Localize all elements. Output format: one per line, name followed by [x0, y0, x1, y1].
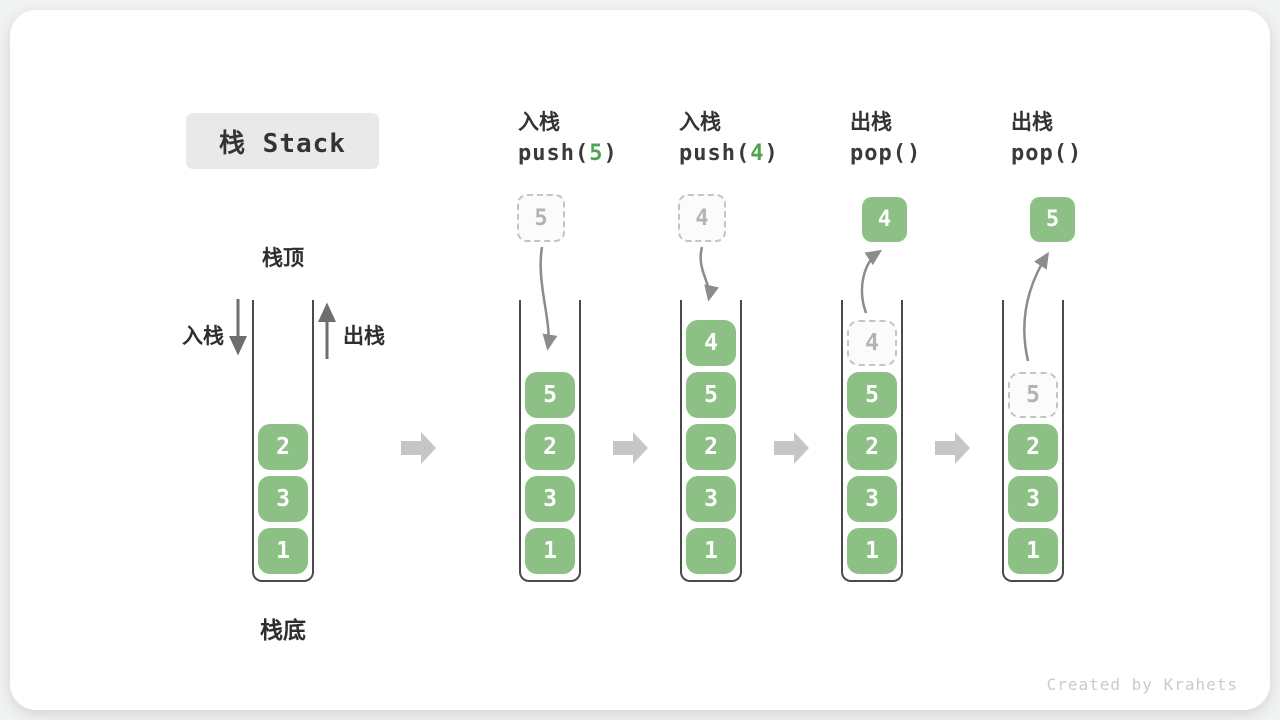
stack-after-push-5-op-call: push(5) [518, 141, 618, 166]
transition-arrow-1 [401, 432, 436, 464]
watermark: Created by Krahets [1046, 675, 1238, 694]
stack-cell: 2 [847, 424, 897, 470]
stack-after-push-4-floating-value: 4 [678, 194, 726, 242]
ghost-cell: 4 [847, 320, 897, 366]
stack-cell: 3 [525, 476, 575, 522]
transition-arrow-3 [774, 432, 809, 464]
stack-top-label: 栈顶 [262, 247, 304, 270]
stack-cell: 2 [525, 424, 575, 470]
stack-cell: 1 [686, 528, 736, 574]
stack-cell: 3 [847, 476, 897, 522]
push-4-arrow [699, 246, 719, 302]
stack-after-push-5-container: 1 3 2 5 [519, 300, 581, 582]
stack-after-push-5-floating-value: 5 [517, 194, 565, 242]
transition-arrow-2 [613, 432, 648, 464]
stack-initial-container: 1 3 2 [252, 300, 314, 582]
stack-after-push-4-container: 1 3 2 5 4 [680, 300, 742, 582]
stack-cell: 5 [686, 372, 736, 418]
stack-after-pop-4-op-call: pop() [850, 141, 922, 166]
stack-cell: 5 [847, 372, 897, 418]
title-badge: 栈 Stack [186, 113, 379, 169]
push-direction-label: 入栈 [182, 325, 224, 348]
stack-cell: 2 [258, 424, 308, 470]
stack-bottom-label: 栈底 [260, 617, 306, 643]
stack-after-pop-5-container: 1 3 2 5 [1002, 300, 1064, 582]
stack-cell: 2 [1008, 424, 1058, 470]
op-argument: 4 [750, 141, 765, 166]
stack-after-pop-4-floating-value: 4 [862, 197, 907, 242]
stack-cell: 1 [847, 528, 897, 574]
stack-after-pop-5-op-name: 出栈 [1011, 111, 1053, 134]
pop-direction-label: 出栈 [343, 325, 385, 348]
transition-arrow-4 [935, 432, 970, 464]
stack-after-pop-5-floating-value: 5 [1030, 197, 1075, 242]
ghost-cell: 5 [1008, 372, 1058, 418]
title-text: 栈 Stack [219, 128, 346, 159]
stack-after-pop-5-op-call: pop() [1011, 141, 1083, 166]
stack-cell: 1 [525, 528, 575, 574]
op-argument: 5 [589, 141, 604, 166]
stack-cell: 3 [1008, 476, 1058, 522]
stack-after-push-5-op-name: 入栈 [518, 111, 560, 134]
stack-cell: 1 [1008, 528, 1058, 574]
stack-cell: 1 [258, 528, 308, 574]
stack-after-push-4-op-call: push(4) [679, 141, 779, 166]
stack-cell: 4 [686, 320, 736, 366]
stack-cell: 3 [686, 476, 736, 522]
stack-after-pop-4-container: 1 3 2 5 4 [841, 300, 903, 582]
stack-cell: 3 [258, 476, 308, 522]
stack-after-push-4-op-name: 入栈 [679, 111, 721, 134]
stack-cell: 5 [525, 372, 575, 418]
stack-after-pop-4-op-name: 出栈 [850, 111, 892, 134]
stack-cell: 2 [686, 424, 736, 470]
